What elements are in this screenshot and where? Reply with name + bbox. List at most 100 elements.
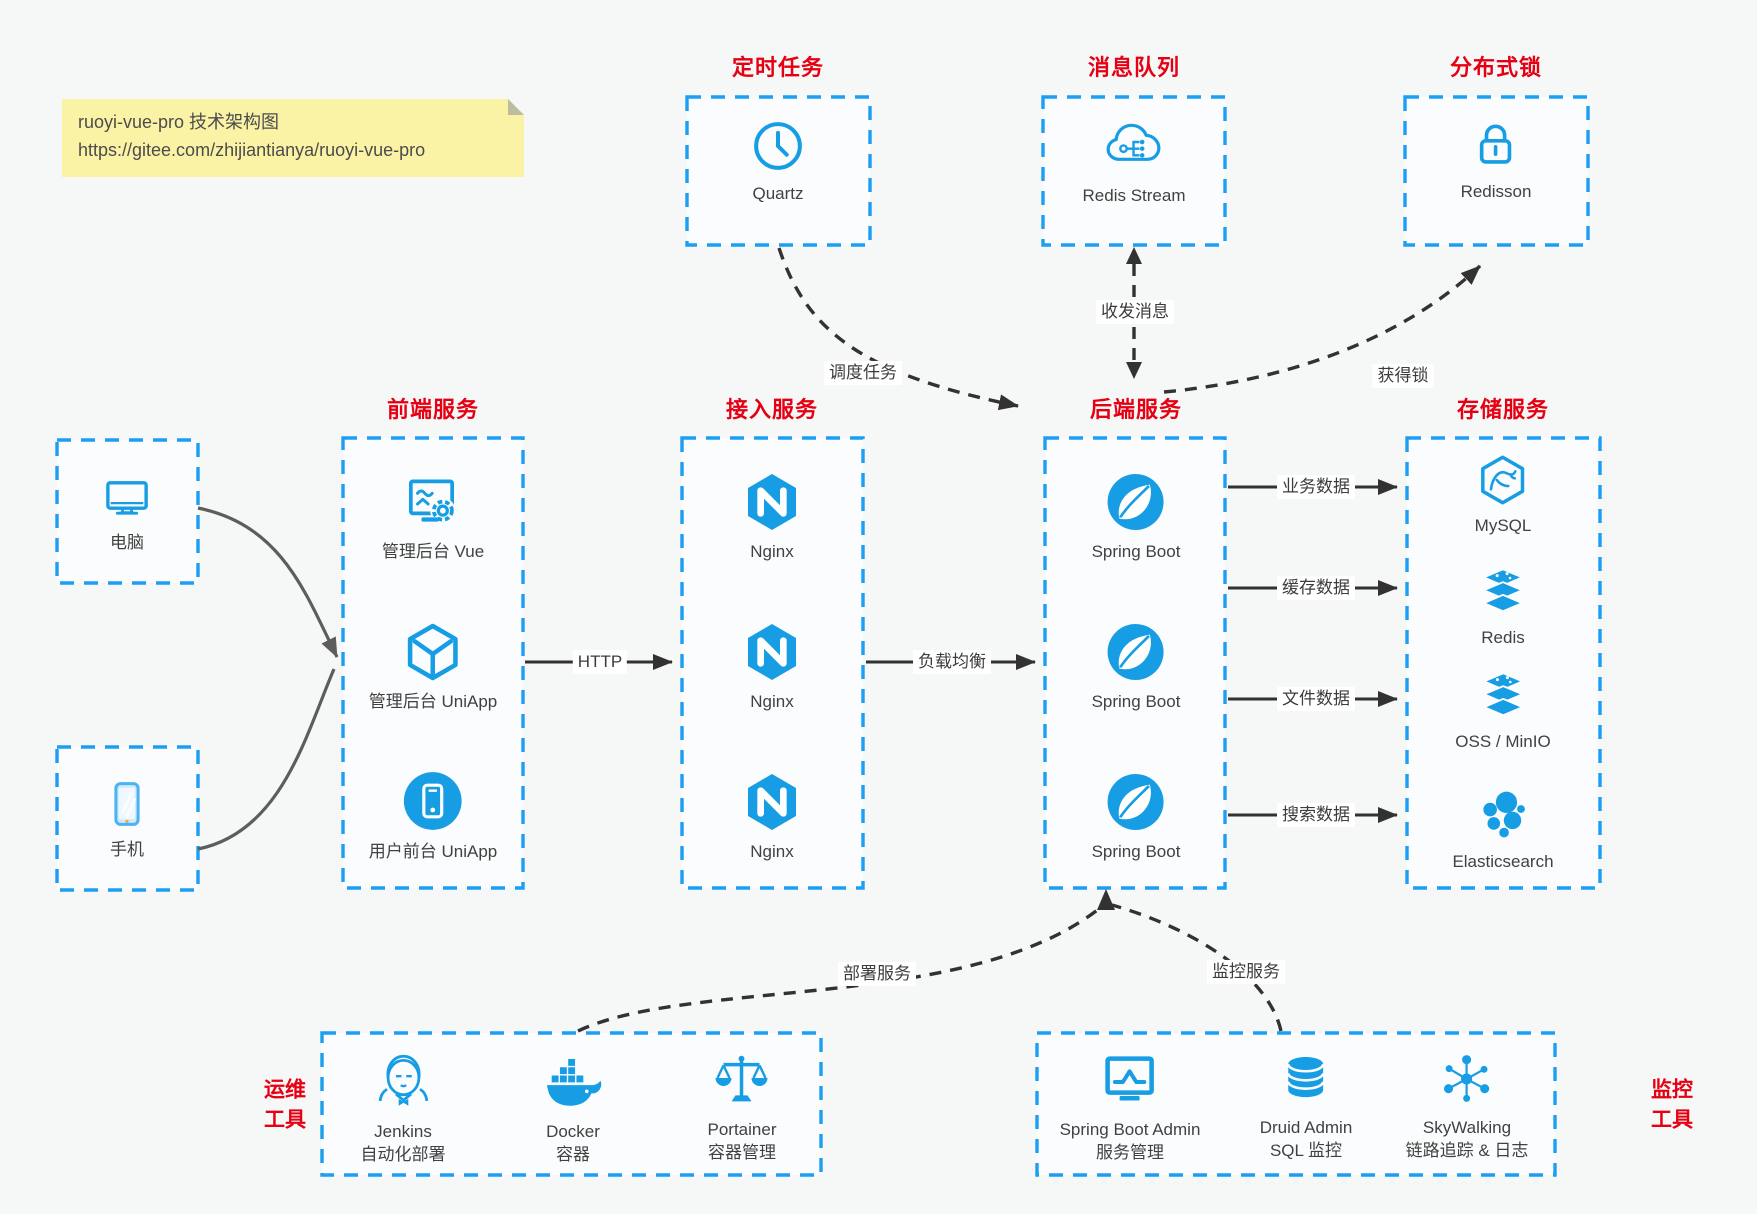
spring-leaf-icon — [1104, 620, 1168, 684]
node-portainer: Portainer 容器管理 — [707, 1048, 776, 1165]
node-label: 电脑 — [110, 533, 144, 552]
node-desc: 容器 — [556, 1144, 590, 1164]
storage-box — [1405, 436, 1602, 890]
node-label: Jenkins — [374, 1122, 432, 1141]
node-phone: 手机 — [99, 776, 155, 862]
edge-label-send-receive-msg: 收发消息 — [1096, 299, 1174, 325]
node-label: Spring Boot — [1091, 542, 1181, 561]
node-label: Nginx — [750, 542, 794, 561]
arrowhead-msg-down — [1126, 362, 1142, 379]
node-spring-boot-3: Spring Boot — [1092, 770, 1180, 864]
nginx-icon — [740, 470, 804, 534]
edge-deploy-service — [577, 906, 1102, 1033]
node-label: Nginx — [750, 842, 794, 861]
layer-stack-icon — [1475, 564, 1531, 620]
spring-leaf-icon — [1104, 470, 1168, 534]
mysql-dolphin-icon — [1475, 452, 1531, 508]
node-label: Redisson — [1460, 182, 1532, 201]
title-devops-tools: 运维 工具 — [264, 1078, 306, 1132]
scheduler-box — [685, 95, 872, 247]
node-label: 管理后台 UniApp — [368, 692, 498, 711]
node-user-uniapp: 用户前台 UniApp — [369, 768, 497, 864]
docker-whale-icon — [540, 1048, 606, 1114]
node-docker: Docker 容器 — [540, 1048, 606, 1167]
edge-label-acquire-lock: 获得锁 — [1372, 363, 1434, 389]
node-skywalking: SkyWalking 链路追踪 & 日志 — [1406, 1048, 1528, 1163]
scales-icon — [710, 1048, 774, 1112]
node-mysql: MySQL — [1474, 452, 1532, 538]
node-computer: 电脑 — [100, 471, 154, 555]
node-desc: SQL 监控 — [1269, 1140, 1343, 1160]
node-label: Elasticsearch — [1452, 852, 1554, 871]
node-elasticsearch: Elasticsearch — [1452, 786, 1554, 874]
node-label: Spring Boot Admin — [1059, 1120, 1201, 1139]
topology-icon — [1436, 1048, 1498, 1110]
node-label: 管理后台 Vue — [381, 542, 485, 561]
edge-label-schedule-job: 调度任务 — [824, 360, 902, 386]
node-admin-uniapp: 管理后台 UniApp — [369, 620, 497, 714]
cube-icon — [401, 620, 465, 684]
node-nginx-3: Nginx — [740, 770, 804, 864]
nginx-icon — [740, 620, 804, 684]
note-title: ruoyi-vue-pro 技术架构图 — [78, 112, 280, 132]
node-admin-vue: 管理后台 Vue — [382, 470, 484, 564]
title-frontend: 前端服务 — [386, 397, 480, 422]
node-jenkins: Jenkins 自动化部署 — [361, 1048, 446, 1167]
node-label: Quartz — [752, 184, 804, 203]
node-label: Redis Stream — [1082, 186, 1186, 205]
node-oss-minio: OSS / MinIO — [1455, 668, 1551, 754]
edge-label-business-data: 业务数据 — [1277, 474, 1355, 500]
node-label: SkyWalking — [1422, 1118, 1512, 1137]
node-label: Redis — [1481, 628, 1525, 647]
edge-computer-to-frontend — [197, 506, 339, 658]
edge-schedule-job — [777, 247, 1019, 411]
desktop-icon — [100, 471, 154, 525]
node-spring-boot-2: Spring Boot — [1091, 620, 1181, 714]
node-spring-boot-1: Spring Boot — [1091, 470, 1181, 564]
title-storage: 存储服务 — [1456, 397, 1550, 422]
node-label: Druid Admin — [1259, 1118, 1353, 1137]
title-monitor-tools: 监控 工具 — [1651, 1078, 1693, 1132]
node-label: MySQL — [1474, 516, 1532, 535]
node-druid-admin: Druid Admin SQL 监控 — [1259, 1048, 1353, 1163]
node-desc: 自动化部署 — [360, 1144, 446, 1164]
title-scheduler: 定时任务 — [731, 55, 825, 80]
edge-label-http: HTTP — [572, 649, 628, 675]
edge-label-load-balance: 负载均衡 — [913, 649, 991, 675]
node-nginx-2: Nginx — [740, 620, 804, 714]
lock-box — [1403, 95, 1590, 247]
edge-label-search-data: 搜索数据 — [1277, 802, 1355, 828]
node-spring-boot-admin: Spring Boot Admin 服务管理 — [1059, 1048, 1201, 1165]
edge-label-monitor-service: 监控服务 — [1207, 959, 1285, 985]
node-label: Nginx — [750, 692, 794, 711]
sticky-note: ruoyi-vue-pro 技术架构图 https://gitee.com/zh… — [62, 99, 524, 177]
title-mq: 消息队列 — [1087, 55, 1181, 80]
edge-label-deploy-service: 部署服务 — [838, 961, 916, 987]
lock-icon — [1467, 116, 1525, 174]
edge-label-file-data: 文件数据 — [1277, 686, 1355, 712]
node-label: 手机 — [110, 840, 144, 859]
node-desc: 服务管理 — [1096, 1142, 1164, 1162]
title-gateway: 接入服务 — [725, 397, 819, 422]
spring-leaf-icon — [1104, 770, 1168, 834]
node-redisson: Redisson — [1460, 116, 1532, 204]
clock-icon — [748, 116, 808, 176]
nginx-icon — [740, 770, 804, 834]
smartphone-icon — [99, 776, 155, 832]
title-backend: 后端服务 — [1089, 397, 1183, 422]
node-label: Docker — [546, 1122, 600, 1141]
admin-dashboard-icon — [401, 470, 465, 534]
arrowhead-deploy-monitor — [1097, 889, 1115, 910]
node-desc: 容器管理 — [707, 1142, 776, 1162]
mobile-app-icon — [400, 768, 466, 834]
node-redis-stream: Redis Stream — [1082, 114, 1186, 208]
edge-monitor-service — [1111, 903, 1283, 1032]
note-url: https://gitee.com/zhijiantianya/ruoyi-vu… — [78, 139, 426, 160]
node-label: OSS / MinIO — [1455, 732, 1551, 751]
node-label: Spring Boot — [1091, 692, 1181, 711]
edge-acquire-lock — [1163, 264, 1482, 394]
title-lock: 分布式锁 — [1449, 55, 1543, 80]
jenkins-butler-icon — [370, 1048, 436, 1114]
mq-box — [1041, 95, 1227, 247]
